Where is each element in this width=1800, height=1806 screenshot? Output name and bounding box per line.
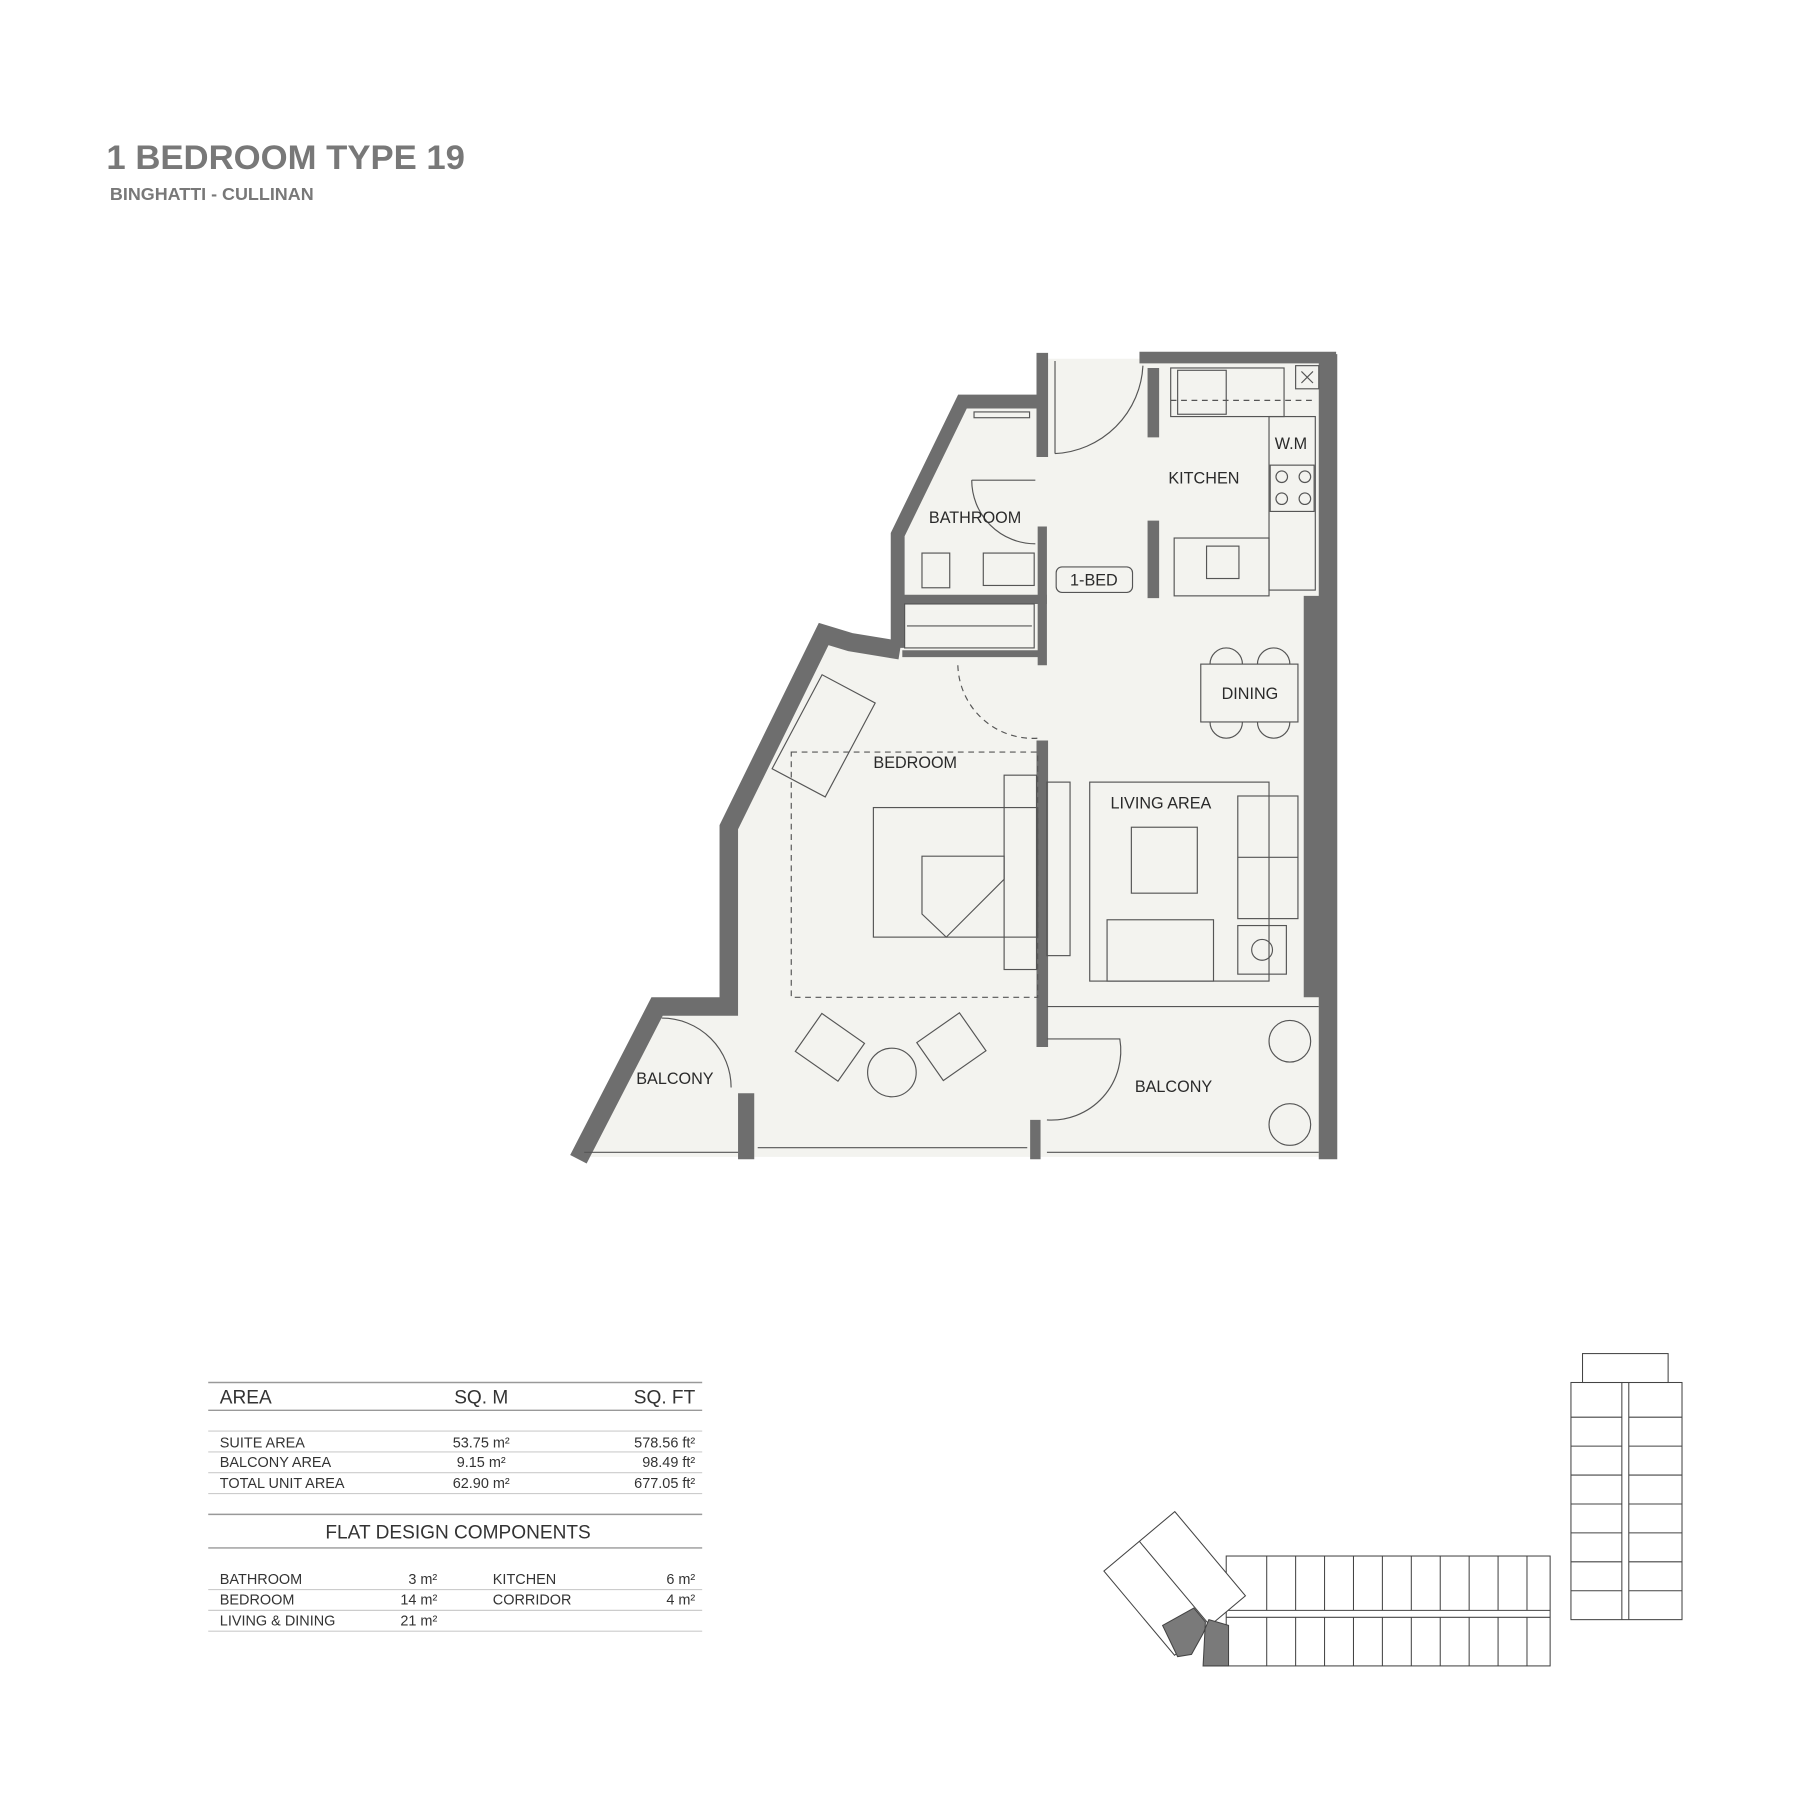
label-wm: W.M [1275, 435, 1307, 453]
exterior-wall [570, 622, 902, 1164]
row-sqm: 62.90 m² [453, 1476, 510, 1492]
planter-icon [1268, 1103, 1312, 1146]
balcony-chair [915, 1012, 987, 1082]
unit-tag-badge [1055, 566, 1134, 593]
label-bathroom: BATHROOM [929, 509, 1021, 527]
kitchen-counter [1170, 367, 1285, 418]
component-label: CORRIDOR [493, 1593, 572, 1609]
burner-icon [1275, 470, 1289, 484]
kitchen-side-counter [1268, 415, 1316, 591]
row-sqft: 677.05 ft² [634, 1476, 695, 1492]
armchair [1106, 919, 1215, 982]
tv-console [1046, 781, 1071, 957]
balcony-chair [794, 1012, 866, 1083]
shaft-box [1295, 365, 1320, 390]
page-title: 1 BEDROOM TYPE 19 [106, 139, 465, 177]
shaft-cross-icon [1301, 371, 1314, 384]
cooktop [1269, 464, 1315, 512]
component-value: 3 m² [408, 1572, 437, 1588]
planter-icon [1268, 1019, 1312, 1063]
component-value: 4 m² [666, 1593, 695, 1609]
coffee-table [1130, 826, 1198, 894]
fridge [1177, 369, 1227, 415]
component-value: 6 m² [666, 1572, 695, 1588]
bathroom-door [971, 479, 1036, 545]
burner-icon [1298, 470, 1312, 484]
dining-chair [1209, 647, 1291, 739]
page-subtitle: BINGHATTI - CULLINAN [110, 184, 314, 204]
lamp-icon [1251, 938, 1274, 961]
exterior-wall [890, 394, 1043, 648]
kitchen-sink [1205, 545, 1240, 580]
component-row: LIVING & DINING 21 m² [220, 1613, 438, 1629]
shower-fixture [973, 411, 1031, 419]
balcony-door-left [661, 1017, 732, 1088]
key-plan-core [1581, 1353, 1669, 1384]
bedroom-door [957, 665, 1039, 739]
floor-plan: KITCHEN W.M BATHROOM 1-BED DINING BEDROO… [570, 351, 1338, 1164]
bed-cover [921, 855, 1005, 938]
row-label: TOTAL UNIT AREA [220, 1476, 345, 1492]
key-plan-horizontal-wing [1225, 1555, 1551, 1667]
row-label: BALCONY AREA [220, 1455, 332, 1471]
bedroom-tv-unit [771, 673, 876, 798]
col-header-sqft: SQ. FT [634, 1387, 696, 1408]
row-sqm: 53.75 m² [453, 1435, 510, 1451]
area-table: AREA SQ. M SQ. FT SUITE AREA 53.75 m² 57… [208, 1381, 703, 1632]
col-header-area: AREA [220, 1387, 272, 1408]
component-value: 14 m² [400, 1593, 437, 1609]
entry-door [1054, 361, 1144, 455]
component-label: BEDROOM [220, 1593, 295, 1609]
burner-icon [1275, 492, 1289, 506]
kitchen-sink-counter [1173, 537, 1270, 597]
label-bedroom: BEDROOM [873, 754, 957, 772]
row-sqm: 9.15 m² [457, 1455, 506, 1471]
component-label: KITCHEN [493, 1572, 556, 1588]
component-row: BEDROOM 14 m² CORRIDOR 4 m² [220, 1593, 696, 1609]
dining-table [1200, 663, 1299, 723]
label-balcony-right: BALCONY [1135, 1078, 1213, 1096]
component-label: BATHROOM [220, 1572, 302, 1588]
side-table [1237, 924, 1287, 975]
burner-icon [1298, 492, 1312, 506]
table-row: TOTAL UNIT AREA 62.90 m² 677.05 ft² [220, 1476, 696, 1492]
key-plan-vertical-wing [1570, 1381, 1683, 1621]
key-plan [1103, 1353, 1683, 1667]
col-header-sqm: SQ. M [454, 1387, 508, 1408]
row-sqft: 98.49 ft² [642, 1455, 695, 1471]
component-value: 21 m² [400, 1613, 437, 1629]
balcony-door [1046, 1038, 1122, 1121]
key-plan-highlighted-unit [1161, 1607, 1230, 1667]
label-kitchen: KITCHEN [1168, 470, 1239, 488]
row-label: SUITE AREA [220, 1435, 305, 1451]
floor-area [578, 358, 1325, 1157]
component-label: LIVING & DINING [220, 1613, 336, 1629]
bed [872, 806, 1039, 938]
components-title: FLAT DESIGN COMPONENTS [325, 1523, 590, 1544]
component-row: BATHROOM 3 m² KITCHEN 6 m² [220, 1572, 696, 1588]
label-balcony-left: BALCONY [636, 1070, 714, 1088]
table-row: BALCONY AREA 9.15 m² 98.49 ft² [220, 1455, 696, 1471]
label-dining: DINING [1222, 685, 1279, 703]
table-row: SUITE AREA 53.75 m² 578.56 ft² [220, 1435, 696, 1451]
toilet [921, 552, 951, 589]
label-living: LIVING AREA [1111, 795, 1212, 813]
row-sqft: 578.56 ft² [634, 1435, 695, 1451]
vanity [982, 552, 1035, 587]
balcony-table [867, 1047, 917, 1098]
label-unit-tag: 1-BED [1070, 571, 1118, 589]
wardrobe [904, 603, 1035, 649]
